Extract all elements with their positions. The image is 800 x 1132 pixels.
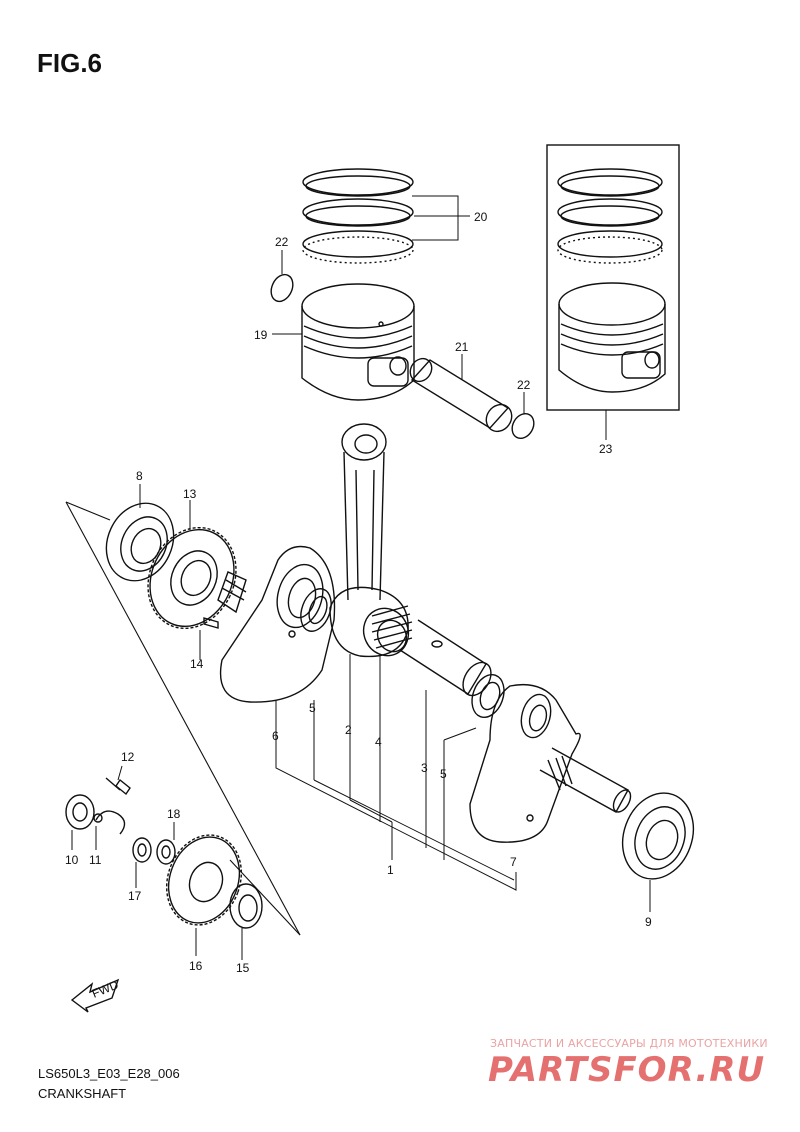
piston-pin <box>409 357 513 433</box>
callout-5-left: 5 <box>309 701 316 715</box>
thrust-washers <box>300 588 505 719</box>
washer-18 <box>156 839 176 865</box>
callout-16: 16 <box>189 959 203 973</box>
callout-2: 2 <box>345 723 352 737</box>
callout-15: 15 <box>236 961 250 975</box>
right-crankshaft-web <box>469 683 632 843</box>
bearing-15 <box>229 883 263 929</box>
callout-20: 20 <box>474 210 488 224</box>
piston-set-box <box>546 144 680 411</box>
callout-labels: 20 22 19 21 22 23 8 13 14 5 6 2 4 3 5 1 … <box>65 210 652 975</box>
bolt-12 <box>105 777 131 796</box>
callout-7: 7 <box>510 855 517 869</box>
crank-pin <box>399 619 492 697</box>
watermark-tagline: ЗАПЧАСТИ И АКСЕССУАРЫ ДЛЯ МОТОТЕХНИКИ <box>490 1037 768 1050</box>
assembly-frame <box>65 501 301 936</box>
piston <box>301 283 415 401</box>
callout-21: 21 <box>455 340 469 354</box>
left-crankshaft-web <box>217 545 336 703</box>
callout-14: 14 <box>190 657 204 671</box>
diagram-name: CRANKSHAFT <box>38 1086 127 1101</box>
callout-1: 1 <box>387 863 394 877</box>
callout-11: 11 <box>89 853 102 867</box>
oil-seal-10 <box>65 794 95 830</box>
callout-22-lower: 22 <box>517 378 531 392</box>
plate-11 <box>93 810 126 835</box>
figure-title: FIG.6 <box>37 48 103 78</box>
callout-8: 8 <box>136 469 143 483</box>
callout-13: 13 <box>183 487 197 501</box>
crank-pin-bearing <box>362 605 413 657</box>
callout-17: 17 <box>128 889 142 903</box>
callout-5-right: 5 <box>440 767 447 781</box>
primary-drive-gear <box>147 526 237 630</box>
callout-18: 18 <box>167 807 181 821</box>
callout-6: 6 <box>272 729 279 743</box>
connecting-rod <box>329 423 409 658</box>
callout-4: 4 <box>375 735 382 749</box>
piston-rings <box>302 168 414 264</box>
callout-22-upper: 22 <box>275 235 289 249</box>
callout-12: 12 <box>121 750 135 764</box>
callout-23: 23 <box>599 442 613 456</box>
callout-10: 10 <box>65 853 79 867</box>
washer-17 <box>132 837 152 863</box>
right-crank-bearing <box>621 792 695 880</box>
callout-19: 19 <box>254 328 268 342</box>
piston-pin-circlips <box>270 273 535 440</box>
leader-lines <box>71 195 651 960</box>
callout-9: 9 <box>645 915 652 929</box>
key <box>203 617 219 629</box>
callout-3: 3 <box>421 761 428 775</box>
forward-arrow-icon: FWD <box>70 977 121 1013</box>
diagram-code: LS650L3_E03_E28_006 <box>38 1066 180 1081</box>
watermark-logo: PARTSFOR.RU <box>488 1050 766 1090</box>
gear-16 <box>165 834 243 926</box>
